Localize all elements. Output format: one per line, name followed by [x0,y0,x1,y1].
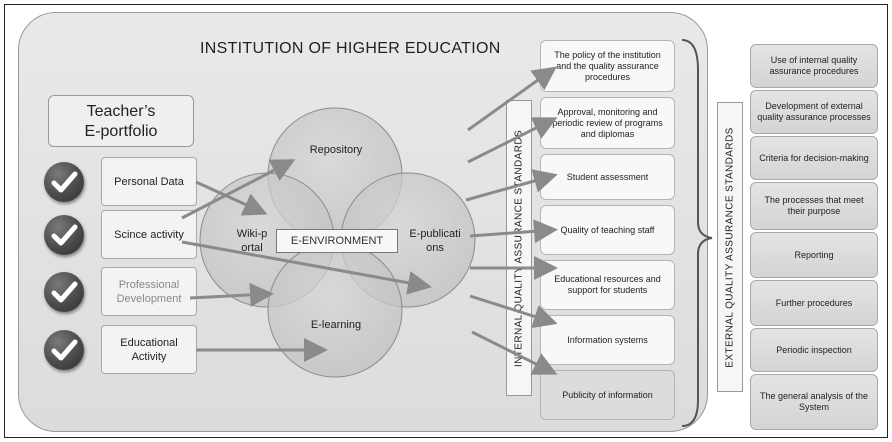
check-icon [44,215,84,255]
portfolio-item-science-activity: Scince activity [101,210,197,259]
internal-standard-item: Educational resources and support for st… [540,260,675,310]
portfolio-title: Teacher’s E-portfolio [48,95,194,147]
portfolio-title-line1: Teacher’s [86,103,156,120]
internal-standard-item: Publicity of information [540,370,675,420]
external-standard-item: Further procedures [750,280,878,326]
external-standards-box [717,102,743,392]
check-icon [44,162,84,202]
check-icon [44,330,84,370]
e-environment-label: E-ENVIRONMENT [276,229,398,253]
external-standard-item: The processes that meet their purpose [750,182,878,230]
portfolio-item-educational-activity: Educational Activity [101,325,197,374]
external-standard-item: Periodic inspection [750,328,878,372]
check-icon [44,272,84,312]
repository-label: Repository [309,144,363,156]
internal-standard-item: The policy of the institution and the qu… [540,40,675,92]
external-standard-item: Development of external quality assuranc… [750,90,878,134]
portfolio-title-line2: E-portfolio [84,123,158,140]
internal-standards-label: INTERNAL QUALITY ASSURANCE STANDARDS [513,129,525,368]
internal-standard-item: Approval, monitoring and periodic review… [540,97,675,149]
internal-standard-item: Student assessment [540,154,675,200]
external-standards-label: EXTERNAL QUALITY ASSURANCE STANDARDS [724,127,736,368]
e-learning-label: E-learning [310,319,362,331]
e-learning-circle [267,242,403,378]
external-standard-item: The general analysis of the System [750,374,878,430]
portfolio-item-professional-development: Professional Development [101,267,197,316]
external-standard-item: Use of internal quality assurance proced… [750,44,878,88]
e-publications-label: E-publications [409,228,461,254]
external-standard-item: Criteria for decision-making [750,136,878,180]
internal-standard-item: Quality of teaching staff [540,205,675,255]
wiki-portal-label: Wiki-portal [236,228,268,254]
external-standard-item: Reporting [750,232,878,278]
internal-standard-item: Information systems [540,315,675,365]
portfolio-item-personal-data: Personal Data [101,157,197,206]
institution-title: INSTITUTION OF HIGHER EDUCATION [200,40,501,57]
